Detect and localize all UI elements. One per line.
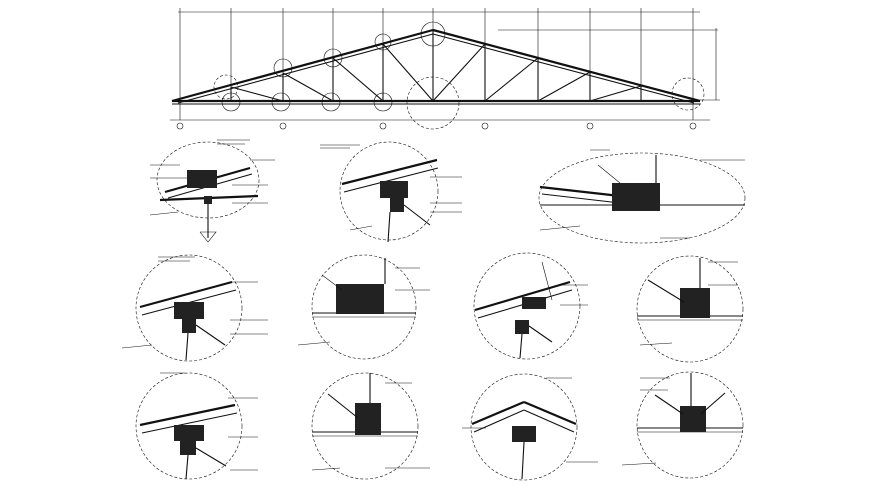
detail-9 xyxy=(311,372,430,480)
web-members xyxy=(230,30,642,102)
detail-4 xyxy=(121,254,268,362)
bottom-grid-markers xyxy=(170,119,710,130)
detail-7 xyxy=(636,255,744,363)
detail-3-ridge xyxy=(538,149,746,244)
top-chord-right-inner xyxy=(432,33,695,104)
top-chord-left xyxy=(171,28,434,103)
detail-1-heel xyxy=(149,139,275,243)
detail-8 xyxy=(135,372,258,480)
truss-elevation xyxy=(170,8,720,130)
detail-10 xyxy=(462,373,598,481)
detail-2-top-chord-joint xyxy=(320,141,462,243)
detail-6 xyxy=(473,252,588,360)
detail-5 xyxy=(297,254,430,360)
top-dimension-ticks xyxy=(179,8,694,120)
top-chord-right xyxy=(432,28,701,103)
detail-callouts xyxy=(213,21,705,130)
top-chord-left-inner xyxy=(177,33,434,104)
detail-11 xyxy=(621,371,744,479)
